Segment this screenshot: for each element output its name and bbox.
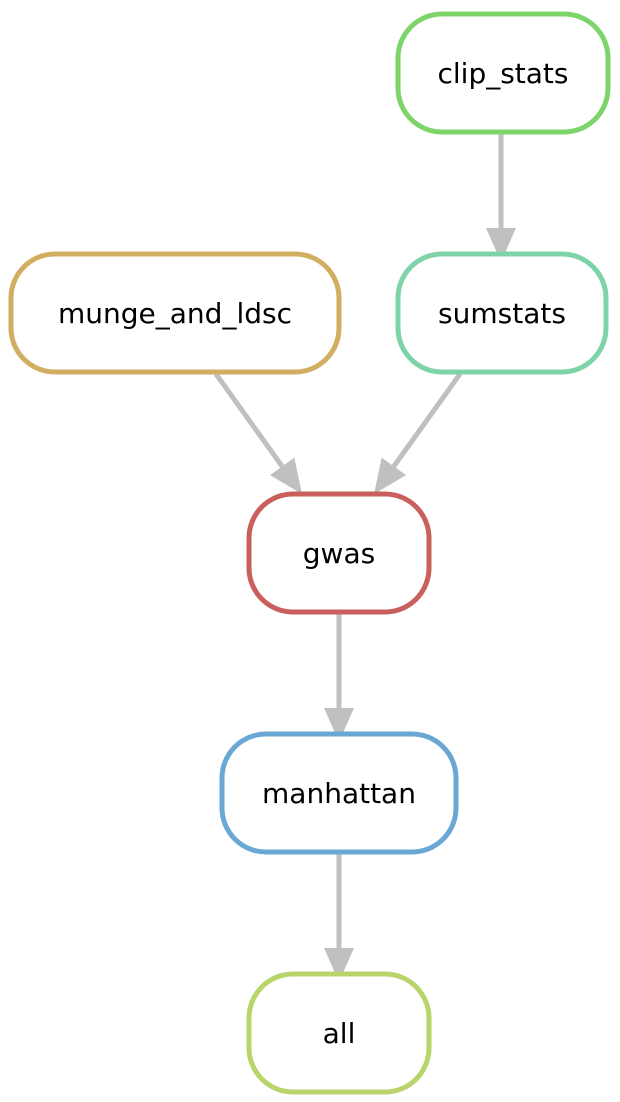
edge-munge_and_ldsc-to-gwas [213, 372, 302, 494]
node-label: clip_stats [437, 57, 568, 90]
arrowhead-icon [324, 948, 354, 982]
node-label: munge_and_ldsc [58, 297, 292, 330]
node-munge-and-ldsc[interactable]: munge_and_ldsc [8, 251, 342, 375]
node-box[interactable] [246, 491, 432, 615]
nodes-layer: clip_stats munge_and_ldsc sumstats gwas manh… [8, 11, 611, 1095]
edge-gwas-to-manhattan [324, 614, 354, 742]
arrowhead-icon [270, 457, 302, 494]
edge-line [213, 372, 285, 468]
node-all[interactable]: all [246, 971, 432, 1095]
node-clip-stats[interactable]: clip_stats [395, 11, 611, 135]
edges-layer [213, 134, 516, 982]
node-sumstats[interactable]: sumstats [395, 251, 609, 375]
edge-line [391, 372, 463, 468]
node-label: gwas [303, 537, 375, 570]
edge-manhattan-to-all [324, 854, 354, 982]
edge-sumstats-to-gwas [374, 372, 463, 494]
arrowhead-icon [486, 228, 516, 262]
node-box[interactable] [395, 11, 611, 135]
edge-clip_stats-to-sumstats [486, 134, 516, 262]
arrowhead-icon [374, 457, 406, 494]
node-label: all [323, 1017, 356, 1050]
node-box[interactable] [219, 731, 459, 855]
node-box[interactable] [246, 971, 432, 1095]
node-label: manhattan [262, 777, 416, 810]
node-gwas[interactable]: gwas [246, 491, 432, 615]
arrowhead-icon [324, 708, 354, 742]
node-box[interactable] [8, 251, 342, 375]
node-box[interactable] [395, 251, 609, 375]
node-manhattan[interactable]: manhattan [219, 731, 459, 855]
node-label: sumstats [438, 297, 566, 330]
